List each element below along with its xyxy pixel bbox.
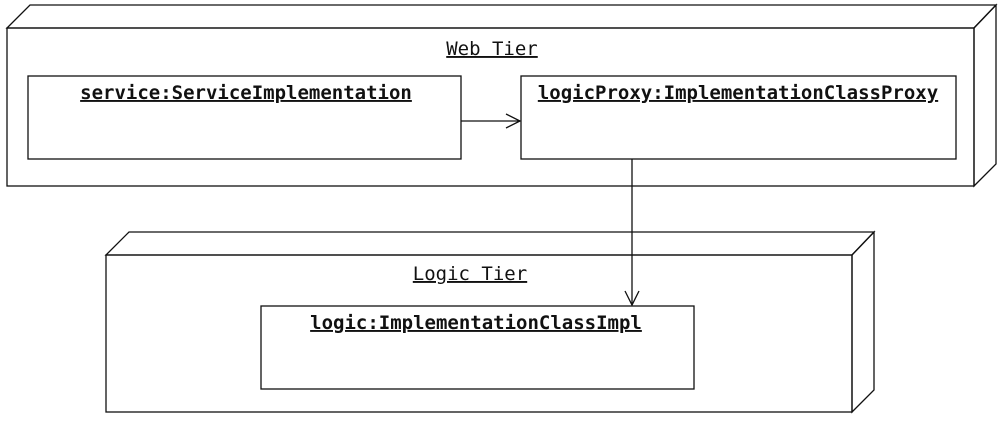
service-to-proxy-arrowhead (505, 113, 522, 129)
logic-impl-object[interactable]: logic:ImplementationClassImpl (260, 305, 695, 390)
logic-proxy-object-box (520, 75, 957, 160)
web-tier-label: Web Tier (446, 38, 538, 60)
service-object-box (27, 75, 462, 160)
service-to-proxy-arrow (461, 113, 522, 129)
logic-tier-label: Logic Tier (413, 263, 527, 285)
service-object[interactable]: service:ServiceImplementation (27, 75, 462, 160)
logic-proxy-object[interactable]: logicProxy:ImplementationClassProxy (520, 75, 957, 160)
proxy-to-impl-arrow (624, 159, 640, 307)
web-tier-side-face (973, 3, 997, 188)
logic-tier-node: Logic Tier (104, 230, 876, 414)
logic-tier-top-face (104, 231, 876, 256)
logic-impl-object-box (260, 305, 695, 390)
proxy-to-impl-arrowhead (624, 290, 640, 307)
logic-tier-front-face (105, 254, 853, 413)
logic-impl-object-label: logic:ImplementationClassImpl (310, 312, 642, 334)
web-tier-top-face (5, 4, 998, 29)
web-tier-node: Web Tier (5, 3, 998, 188)
service-object-label: service:ServiceImplementation (80, 82, 412, 104)
web-tier-front-face (6, 27, 975, 187)
logic-tier-side-face (851, 230, 875, 414)
logic-proxy-object-label: logicProxy:ImplementationClassProxy (538, 82, 938, 104)
